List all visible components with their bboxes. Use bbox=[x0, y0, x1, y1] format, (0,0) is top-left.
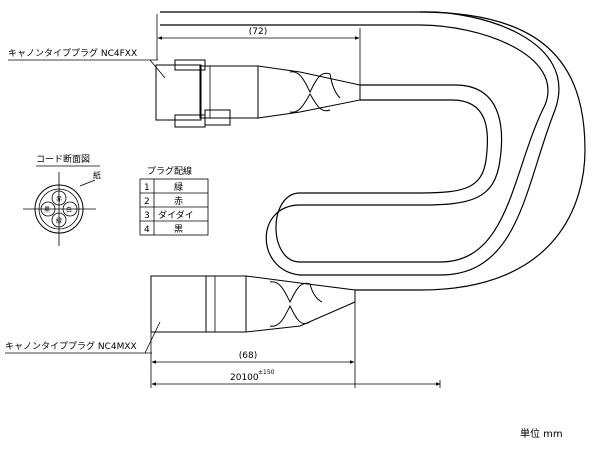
core-4 bbox=[51, 212, 67, 228]
top-connector bbox=[155, 59, 361, 128]
pin-color: 緑 bbox=[174, 181, 183, 193]
bottom-connector bbox=[150, 275, 356, 333]
total-length-dimension: 20100 ±150 bbox=[151, 369, 441, 388]
top-dimension-text: (72) bbox=[249, 27, 267, 37]
bottom-connector-label: キャノンタイププラグ NC4MXX bbox=[5, 321, 161, 354]
core-2 bbox=[40, 201, 56, 217]
pin-color: 赤 bbox=[174, 196, 183, 207]
pin-color: ダイダイ bbox=[158, 209, 194, 221]
cable-loop bbox=[160, 11, 586, 291]
cross-section-title: コード断面図 bbox=[36, 153, 90, 165]
core-label-left: 黒 bbox=[44, 207, 50, 214]
pin-number: 2 bbox=[144, 197, 150, 207]
core-label-top: 赤 bbox=[56, 196, 62, 203]
paper-label: 紙 bbox=[93, 170, 101, 180]
pin-table-title: プラグ配線 bbox=[147, 165, 192, 177]
svg-text:キャノンタイププラグ NC4MXX: キャノンタイププラグ NC4MXX bbox=[5, 340, 137, 352]
pin-number: 3 bbox=[144, 211, 150, 221]
total-length-tolerance: ±150 bbox=[258, 369, 275, 376]
core-label-right: 白 bbox=[66, 206, 72, 214]
total-length-value: 20100 bbox=[230, 373, 259, 383]
top-dimension: (72) bbox=[156, 14, 361, 88]
pin-number: 1 bbox=[144, 183, 150, 193]
core-3 bbox=[62, 201, 78, 217]
cross-section: コード断面図 紙 赤 黒 白 緑 bbox=[23, 153, 101, 246]
pin-number: 4 bbox=[144, 225, 150, 235]
core-1 bbox=[51, 190, 67, 206]
top-connector-label: キャノンタイププラグ NC4FXX bbox=[8, 47, 166, 79]
svg-text:キャノンタイププラグ NC4FXX: キャノンタイププラグ NC4FXX bbox=[8, 47, 137, 59]
core-label-bottom: 緑 bbox=[56, 217, 62, 225]
bottom-dimension-text: (68) bbox=[239, 351, 257, 361]
pin-table: プラグ配線 1 緑 2 赤 3 ダイダイ 4 黒 bbox=[139, 165, 209, 236]
unit-label: 単位 mm bbox=[520, 427, 563, 440]
pin-color: 黒 bbox=[174, 224, 183, 235]
